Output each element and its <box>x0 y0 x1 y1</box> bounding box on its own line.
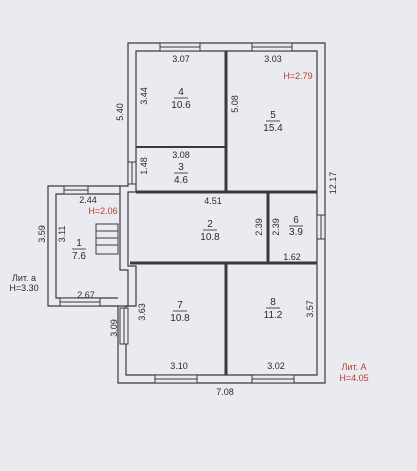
walls <box>47 42 326 384</box>
lit-a-title: Лит. а <box>12 273 36 283</box>
window-right <box>316 214 326 240</box>
room-7-area: 11.2 <box>264 310 283 321</box>
dim-room2-height: 2.39 <box>254 218 264 236</box>
room-4-number: 4 <box>178 87 184 98</box>
room-7-number: 8 <box>270 297 276 308</box>
dim-top-left: 3.07 <box>172 54 190 64</box>
room-2-area: 10.8 <box>200 232 220 243</box>
window-room8 <box>119 307 129 345</box>
room-3-number: 3 <box>178 162 184 173</box>
lit-A-title: Лит. А <box>341 362 366 372</box>
dim-room4-height: 3.44 <box>139 87 149 105</box>
window-porch-top <box>63 185 89 195</box>
outer-wall-inner <box>125 50 318 376</box>
window-top-right <box>251 42 293 52</box>
room-3-area: 4.6 <box>174 175 188 186</box>
dim-room8-height: 3.63 <box>137 303 147 321</box>
room-1-number: 1 <box>76 238 82 249</box>
window-bottom-left <box>154 374 198 384</box>
room-6-area: 3.9 <box>289 227 303 238</box>
window-bottom-right <box>251 374 295 384</box>
room-5-number: 5 <box>270 110 276 121</box>
room-8-number: 7 <box>177 300 183 311</box>
dim-bottom-right: 3.02 <box>267 361 285 371</box>
room-4-area: 10.6 <box>171 100 191 111</box>
dim-lower-left-height: 3.09 <box>109 319 119 337</box>
room-6-number: 6 <box>293 215 299 226</box>
room5-height-label: H=2.79 <box>283 71 312 81</box>
dim-left-height: 5.40 <box>115 103 125 121</box>
height-annotations: H=2.79 H=2.06 <box>88 71 312 216</box>
dim-right-lower-height: 3.57 <box>305 300 315 318</box>
dim-right-height: 12.17 <box>328 172 338 195</box>
room-8-area: 10.8 <box>170 313 190 324</box>
room-1-area: 7.6 <box>72 251 86 262</box>
lit-a-height: H=3.30 <box>9 283 38 293</box>
window-top-left <box>159 42 201 52</box>
dim-room6-height: 2.39 <box>271 218 281 236</box>
dim-room3-width: 3.08 <box>172 150 190 160</box>
room-2-number: 2 <box>207 219 213 230</box>
dim-total-width: 7.08 <box>216 387 234 397</box>
dim-porch-bottom: 2.67 <box>77 290 95 300</box>
dim-bottom-left: 3.10 <box>170 361 188 371</box>
porch-height-label: H=2.06 <box>88 206 117 216</box>
dim-room6-width: 1.62 <box>283 252 301 262</box>
dim-porch-outer-height: 3.59 <box>37 225 47 243</box>
dim-room5-height: 5.08 <box>230 95 240 113</box>
room-labels: 4 10.6 5 15.4 3 4.6 2 10.8 6 3.9 1 7.6 7… <box>72 87 303 324</box>
window-room3 <box>127 161 137 185</box>
dim-room3-height: 1.48 <box>139 157 149 175</box>
dim-corridor-width: 4.51 <box>204 196 222 206</box>
dim-top-right: 3.03 <box>264 54 282 64</box>
dimension-labels: 3.07 3.03 5.40 3.44 5.08 3.08 1.48 4.51 … <box>37 54 338 397</box>
window-porch-bottom <box>59 297 101 307</box>
room-5-area: 15.4 <box>263 123 283 134</box>
dim-porch-inner-height: 3.11 <box>57 226 67 243</box>
lit-labels: Лит. а H=3.30 Лит. А H=4.05 <box>9 273 368 383</box>
porch-steps <box>95 223 119 255</box>
dim-porch-width: 2.44 <box>79 195 97 205</box>
lit-A-height: H=4.05 <box>339 373 368 383</box>
